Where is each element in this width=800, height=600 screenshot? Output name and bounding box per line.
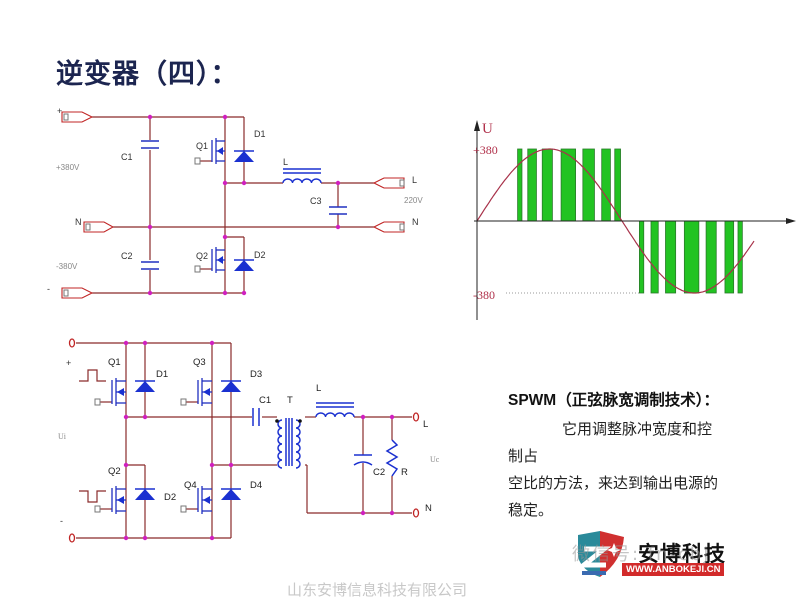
positive-voltage-label: +380V (56, 163, 80, 172)
company-logo: 安博科技 WWW.ANBOKEJI.CN (560, 527, 780, 587)
out-n-label: N (425, 503, 432, 514)
d1-label: D1 (156, 369, 168, 380)
c3-label: C3 (310, 196, 322, 206)
negative-pulse-4 (683, 220, 700, 294)
minus-label: - (47, 284, 50, 294)
page-title: 逆变器（四）： (56, 59, 239, 90)
t-label: T (287, 395, 293, 406)
terminal-out-n (412, 508, 420, 518)
d3-label: D3 (250, 369, 262, 380)
positive-pulse-5 (582, 148, 595, 222)
terminal-n-left (83, 221, 115, 233)
minus-label: - (60, 516, 63, 526)
output-voltage-label: 220V (404, 196, 423, 205)
transformer-primary (277, 419, 283, 469)
q2-label: Q2 (108, 466, 121, 477)
terminal-minus (61, 287, 94, 299)
diode-d4 (221, 489, 241, 500)
r-label: R (401, 467, 408, 478)
positive-pulse-2 (527, 148, 537, 222)
q1-label: Q1 (108, 357, 121, 368)
inductor-l (315, 412, 355, 418)
negative-pulse-7 (737, 220, 743, 294)
footer-company: 山东安博信息科技有限公司 (287, 581, 468, 599)
n-left-label: N (75, 217, 82, 227)
y-axis-label: U (482, 121, 493, 137)
y-axis-arrow (474, 120, 480, 131)
plus-label: + (57, 106, 62, 116)
positive-pulse-4 (560, 148, 576, 222)
q2-label: Q2 (196, 251, 208, 261)
n-right-label: N (412, 217, 419, 227)
spwm-description: SPWM（正弦脉宽调制技术）： 它用调整脉冲宽度和控 制占 空比的方法，来达到输… (508, 388, 768, 524)
q1-label: Q1 (196, 141, 208, 151)
ui-label: Ui (58, 432, 67, 441)
transformer-secondary (295, 419, 301, 469)
positive-pulse-6 (601, 148, 611, 222)
plus-label: + (66, 358, 71, 368)
c2-label: C2 (121, 251, 133, 261)
description-heading: SPWM（正弦脉宽调制技术）： (508, 392, 719, 409)
q4-label: Q4 (184, 480, 197, 491)
negative-pulse-6 (724, 220, 735, 294)
l-label: L (283, 157, 288, 167)
diode-d2 (234, 260, 254, 271)
negative-voltage-label: -380V (56, 262, 78, 271)
negative-pulse-5 (705, 220, 717, 294)
positive-pulse-1 (517, 148, 523, 222)
terminal-plus (61, 111, 94, 123)
logo-name: 安博科技 (638, 542, 726, 566)
d2-label: D2 (164, 492, 176, 503)
description-line: 空比的方法，来达到输出电源的 (508, 474, 719, 492)
d1-label: D1 (254, 129, 266, 139)
sine-reference-wave (476, 148, 755, 294)
terminal-out-l (412, 412, 420, 422)
d2-label: D2 (254, 250, 266, 260)
c1-label: C1 (259, 395, 271, 406)
l-right-label: L (412, 175, 417, 185)
c2-label: C2 (373, 467, 385, 478)
description-line: 它用调整脉冲宽度和控 (562, 420, 713, 438)
resistor-r (385, 439, 399, 477)
c1-label: C1 (121, 152, 133, 162)
positive-pulse-3 (541, 148, 553, 222)
negative-pulse-2 (650, 220, 659, 294)
inductor-l (282, 178, 322, 184)
terminal-in-top (68, 338, 76, 348)
logo-url: WWW.ANBOKEJI.CN (622, 563, 725, 576)
q3-label: Q3 (193, 357, 206, 368)
uc-label: Uc (430, 455, 440, 464)
diode-d3 (221, 381, 241, 392)
y-tick-negative: -380 (473, 288, 495, 302)
x-axis-arrow (786, 218, 796, 224)
terminal-in-bottom (68, 533, 76, 543)
negative-pulse-3 (665, 220, 677, 294)
l-label: L (316, 383, 321, 394)
pulse-in-q2 (79, 490, 106, 503)
out-l-label: L (423, 419, 428, 430)
y-tick-positive: +380 (473, 143, 498, 157)
diode-d1 (234, 151, 254, 162)
description-line: 稳定。 (508, 501, 554, 519)
negative-pulse-1 (639, 220, 645, 294)
pulse-in-q1 (79, 369, 106, 382)
shield-logo-icon (576, 531, 624, 577)
description-line: 制占 (508, 447, 539, 465)
diode-d1 (135, 381, 155, 392)
d4-label: D4 (250, 480, 262, 491)
watermark: 微信号: fn-cbj (572, 544, 711, 565)
diode-d2 (135, 489, 155, 500)
